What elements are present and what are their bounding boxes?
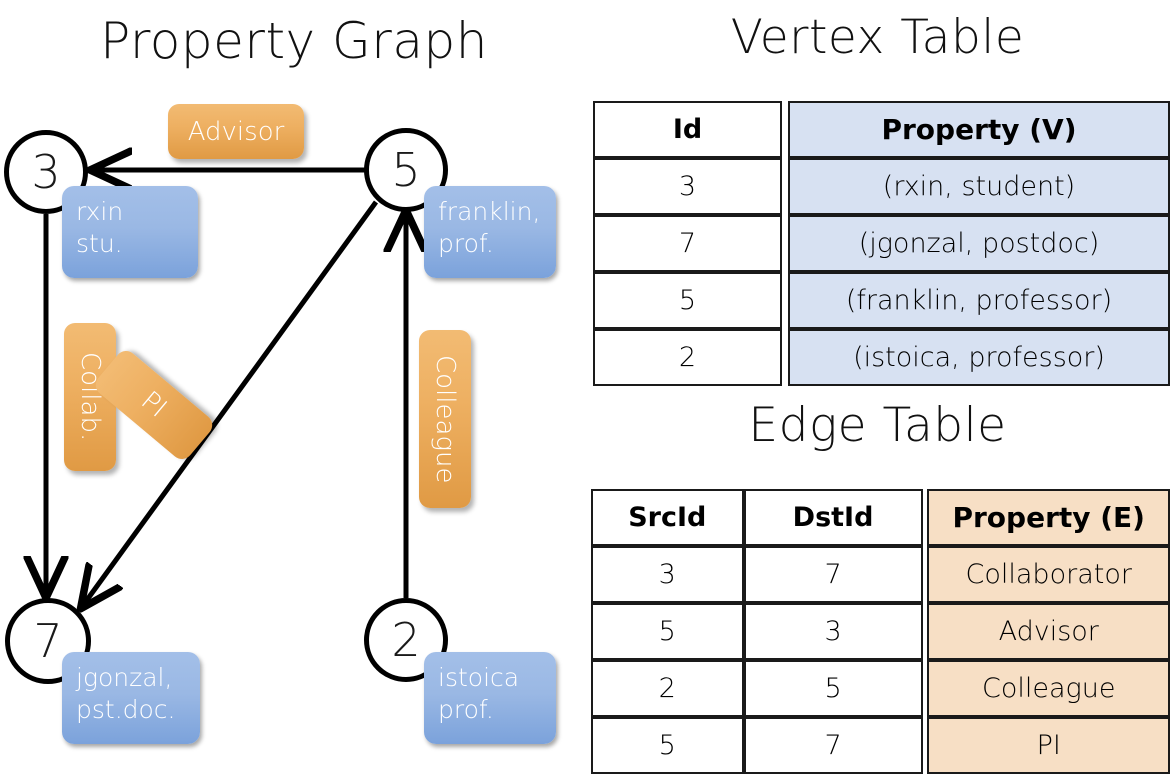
edge-cell-dstid: 7 [743,717,923,774]
edge-header-srcid: SrcId [591,489,744,546]
edge-cell-property: Colleague [927,660,1170,717]
column-gap [782,101,788,158]
column-gap [782,272,788,329]
table-header-row: Id Property (V) [593,101,1170,158]
vertex-cell-id: 7 [593,215,782,272]
edge-cell-srcid: 5 [591,717,744,774]
vertex-table: Id Property (V) 3 (rxin, student) 7 (jgo… [593,101,1170,386]
edge-label-advisor: Advisor [168,104,304,159]
table-row: 5 (franklin, professor) [593,272,1170,329]
edge-label-pi-text: PI [135,385,173,424]
table-row: 7 (jgonzal, postdoc) [593,215,1170,272]
node-property-box-rxin: rxin stu. [62,186,198,278]
graph-edges-svg [0,0,588,760]
edge-cell-srcid: 2 [591,660,744,717]
column-gap [922,489,928,546]
edge-cell-property: Collaborator [927,546,1170,603]
node-property-box-franklin: franklin, prof. [424,186,556,278]
vertex-header-property: Property (V) [788,101,1170,158]
table-row: 3 7 Collaborator [591,546,1170,603]
edge-cell-dstid: 5 [743,660,923,717]
node-property-box-jgonzal: jgonzal, pst.doc. [62,652,200,744]
edge-cell-srcid: 5 [591,603,744,660]
vertex-cell-property: (istoica, professor) [788,329,1170,386]
column-gap [782,329,788,386]
page-title-vertex-table: Vertex Table [730,10,1025,65]
edge-table: SrcId DstId Property (E) 3 7 Collaborato… [591,489,1170,774]
vertex-cell-property: (franklin, professor) [788,272,1170,329]
column-gap [922,603,928,660]
edge-cell-srcid: 3 [591,546,744,603]
vertex-cell-property: (rxin, student) [788,158,1170,215]
vertex-cell-id: 2 [593,329,782,386]
column-gap [922,546,928,603]
column-gap [922,717,928,774]
vertex-cell-id: 5 [593,272,782,329]
graph-node-2[interactable]: 2 [364,598,448,682]
edge-cell-property: Advisor [927,603,1170,660]
column-gap [782,215,788,272]
table-row: 2 (istoica, professor) [593,329,1170,386]
vertex-cell-id: 3 [593,158,782,215]
edge-cell-dstid: 3 [743,603,923,660]
vertex-header-id: Id [593,101,782,158]
edge-header-property: Property (E) [927,489,1170,546]
table-row: 3 (rxin, student) [593,158,1170,215]
table-row: 5 7 PI [591,717,1170,774]
page-title-edge-table: Edge Table [748,398,1007,453]
edge-cell-dstid: 7 [743,546,923,603]
edge-5-to-7 [84,200,379,604]
column-gap [922,660,928,717]
table-header-row: SrcId DstId Property (E) [591,489,1170,546]
node-property-box-istoica: istoica prof. [424,652,556,744]
column-gap [782,158,788,215]
property-graph-diagram: 3 5 7 2 rxin stu. franklin, prof. jgonza… [0,0,588,760]
edge-header-dstid: DstId [743,489,923,546]
table-row: 5 3 Advisor [591,603,1170,660]
edge-label-colleague: Colleague [419,330,471,508]
table-row: 2 5 Colleague [591,660,1170,717]
vertex-cell-property: (jgonzal, postdoc) [788,215,1170,272]
page-title-property-graph: Property Graph [100,12,488,70]
edge-cell-property: PI [927,717,1170,774]
